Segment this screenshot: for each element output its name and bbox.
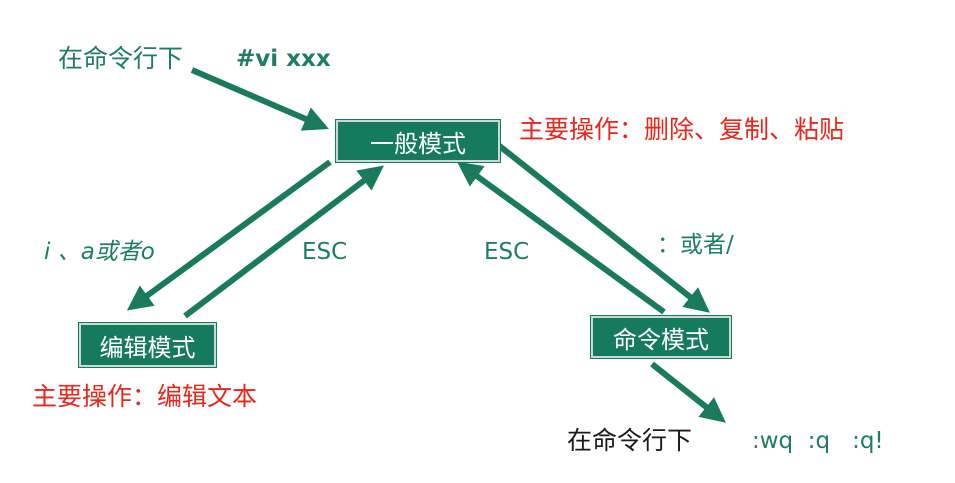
normal-mode-box: 一般模式: [336, 120, 500, 162]
normal-mode-ops-label: 主要操作：删除、复制、粘贴: [519, 115, 845, 144]
enter-command-keys-label: ：或者/: [657, 232, 734, 258]
command-mode-box: 命令模式: [591, 316, 731, 358]
arrow-edit-to-normal: [183, 165, 385, 319]
vi-command-label: #vi xxx: [236, 46, 331, 72]
edit-mode-box: 编辑模式: [79, 323, 216, 367]
enter-edit-keys-label: i 、a或者o: [44, 239, 155, 265]
cmdline-bottom-label: 在命令行下: [567, 426, 693, 455]
arrow-command-to-normal: [456, 161, 666, 315]
cmdline-top-label: 在命令行下: [58, 44, 184, 73]
arrow-command-to-quit: [650, 361, 726, 423]
arrow-start-to-normal: [190, 67, 329, 131]
arrow-normal-to-edit: [126, 159, 332, 311]
arrow-normal-to-command: [495, 141, 710, 313]
esc-left-label: ESC: [302, 239, 348, 265]
quit-commands-label: :wq :q :q!: [752, 428, 884, 454]
edit-mode-ops-label: 主要操作：编辑文本: [32, 382, 258, 411]
esc-right-label: ESC: [484, 239, 530, 265]
